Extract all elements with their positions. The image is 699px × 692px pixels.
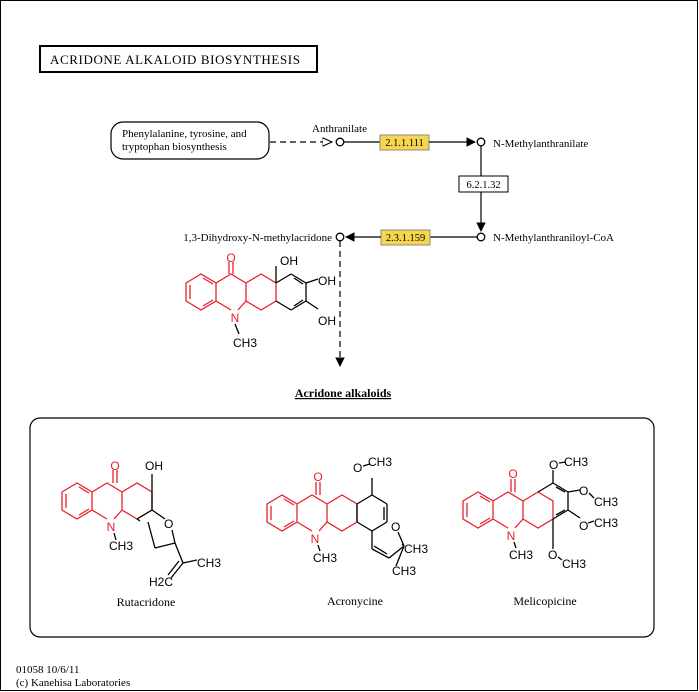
atom-oh-1: OH bbox=[280, 254, 298, 268]
map-title-box: ACRIDONE ALKALOID BIOSYNTHESIS bbox=[39, 45, 318, 73]
atom-ch3-acr: CH3 bbox=[313, 551, 337, 565]
atom-oh-rut: OH bbox=[145, 459, 163, 473]
atom-o-1: O bbox=[226, 251, 235, 265]
enzyme-box-6-2-1-32[interactable]: 6.2.1.32 bbox=[458, 175, 509, 193]
footer-map-id: 01058 10/6/11 bbox=[16, 664, 79, 676]
atom-ch3-rut: CH3 bbox=[109, 539, 133, 553]
atom-o-acr: O bbox=[313, 470, 322, 484]
atom-o-furan: O bbox=[164, 517, 173, 531]
atom-ch3-mel-2: CH3 bbox=[594, 495, 618, 509]
compound-node-anthranilate[interactable] bbox=[335, 137, 345, 147]
atom-o-pyran: O bbox=[391, 520, 400, 534]
alkaloids-heading[interactable]: Acridone alkaloids bbox=[295, 386, 392, 400]
atom-o-acr-ome: O bbox=[353, 461, 362, 475]
structure-rutacridone: O N CH3 OH O CH3 H2C Rutacridone bbox=[61, 459, 221, 609]
atom-h2c-rut: H2C bbox=[149, 575, 173, 589]
map-title: ACRIDONE ALKALOID BIOSYNTHESIS bbox=[50, 52, 301, 67]
enzyme-label-6-2-1-32: 6.2.1.32 bbox=[466, 180, 500, 191]
alkaloid-label-rutacridone[interactable]: Rutacridone bbox=[117, 595, 176, 609]
compound-label-dihydroxy-methylacridone: 1,3-Dihydroxy-N-methylacridone bbox=[183, 232, 332, 244]
pathway-link-label-2: tryptophan biosynthesis bbox=[122, 141, 227, 153]
atom-oh-2: OH bbox=[318, 274, 336, 288]
enzyme-label-2-3-1-159: 2.3.1.159 bbox=[386, 233, 425, 244]
atom-n-mel: N bbox=[507, 529, 516, 543]
pathway-link-label-1: Phenylalanine, tyrosine, and bbox=[122, 128, 247, 140]
atom-o-mel-1: O bbox=[549, 458, 558, 472]
pathway-link-phe-tyr-trp[interactable]: Phenylalanine, tyrosine, and tryptophan … bbox=[110, 121, 270, 160]
alkaloids-panel bbox=[29, 417, 655, 638]
atom-ch3-acr-ome: CH3 bbox=[368, 455, 392, 469]
atom-o-mel-4: O bbox=[548, 548, 557, 562]
atom-ch3-rut-2: CH3 bbox=[197, 556, 221, 570]
atom-o-mel-3: O bbox=[579, 519, 588, 533]
atom-n-acr: N bbox=[311, 532, 320, 546]
alkaloid-label-acronycine[interactable]: Acronycine bbox=[327, 594, 383, 608]
atom-ch3-acr-3: CH3 bbox=[392, 564, 416, 578]
atom-ch3-mel: CH3 bbox=[509, 548, 533, 562]
atom-ch3-acr-2: CH3 bbox=[404, 542, 428, 556]
alkaloid-label-melicopicine[interactable]: Melicopicine bbox=[513, 594, 576, 608]
compound-label-n-methylanthraniloyl-coa: N-Methylanthraniloyl-CoA bbox=[493, 232, 614, 244]
enzyme-label-2-1-1-111: 2.1.1.111 bbox=[385, 138, 424, 149]
atom-o-rut: O bbox=[110, 459, 119, 473]
atom-n-1: N bbox=[231, 311, 240, 325]
atom-n-rut: N bbox=[107, 520, 116, 534]
structure-acronycine: O N CH3 O CH3 O CH3 CH3 Acronycine bbox=[266, 455, 428, 608]
compound-label-anthranilate: Anthranilate bbox=[312, 123, 367, 135]
atom-oh-3: OH bbox=[318, 314, 336, 328]
enzyme-box-2-3-1-159[interactable]: 2.3.1.159 bbox=[380, 229, 431, 246]
atom-o-mel: O bbox=[508, 467, 517, 481]
compound-label-n-methylanthranilate: N-Methylanthranilate bbox=[493, 138, 588, 150]
compound-node-dihydroxy-methylacridone[interactable] bbox=[335, 232, 345, 242]
atom-ch3-mel-4: CH3 bbox=[562, 557, 586, 571]
structure-dihydroxy-methylacridone: O N CH3 OH OH OH bbox=[185, 251, 336, 350]
atom-ch3-1: CH3 bbox=[233, 336, 257, 350]
structure-melicopicine: O N CH3 O CH3 O CH3 O CH3 O CH3 Melicopi… bbox=[462, 455, 618, 608]
footer-copyright: (c) Kanehisa Laboratories bbox=[16, 677, 130, 689]
enzyme-box-2-1-1-111[interactable]: 2.1.1.111 bbox=[379, 134, 430, 151]
atom-ch3-mel-3: CH3 bbox=[594, 516, 618, 530]
atom-o-mel-2: O bbox=[579, 484, 588, 498]
compound-node-n-methylanthraniloyl-coa[interactable] bbox=[476, 232, 486, 242]
compound-node-n-methylanthranilate[interactable] bbox=[476, 137, 486, 147]
atom-ch3-mel-1: CH3 bbox=[564, 455, 588, 469]
